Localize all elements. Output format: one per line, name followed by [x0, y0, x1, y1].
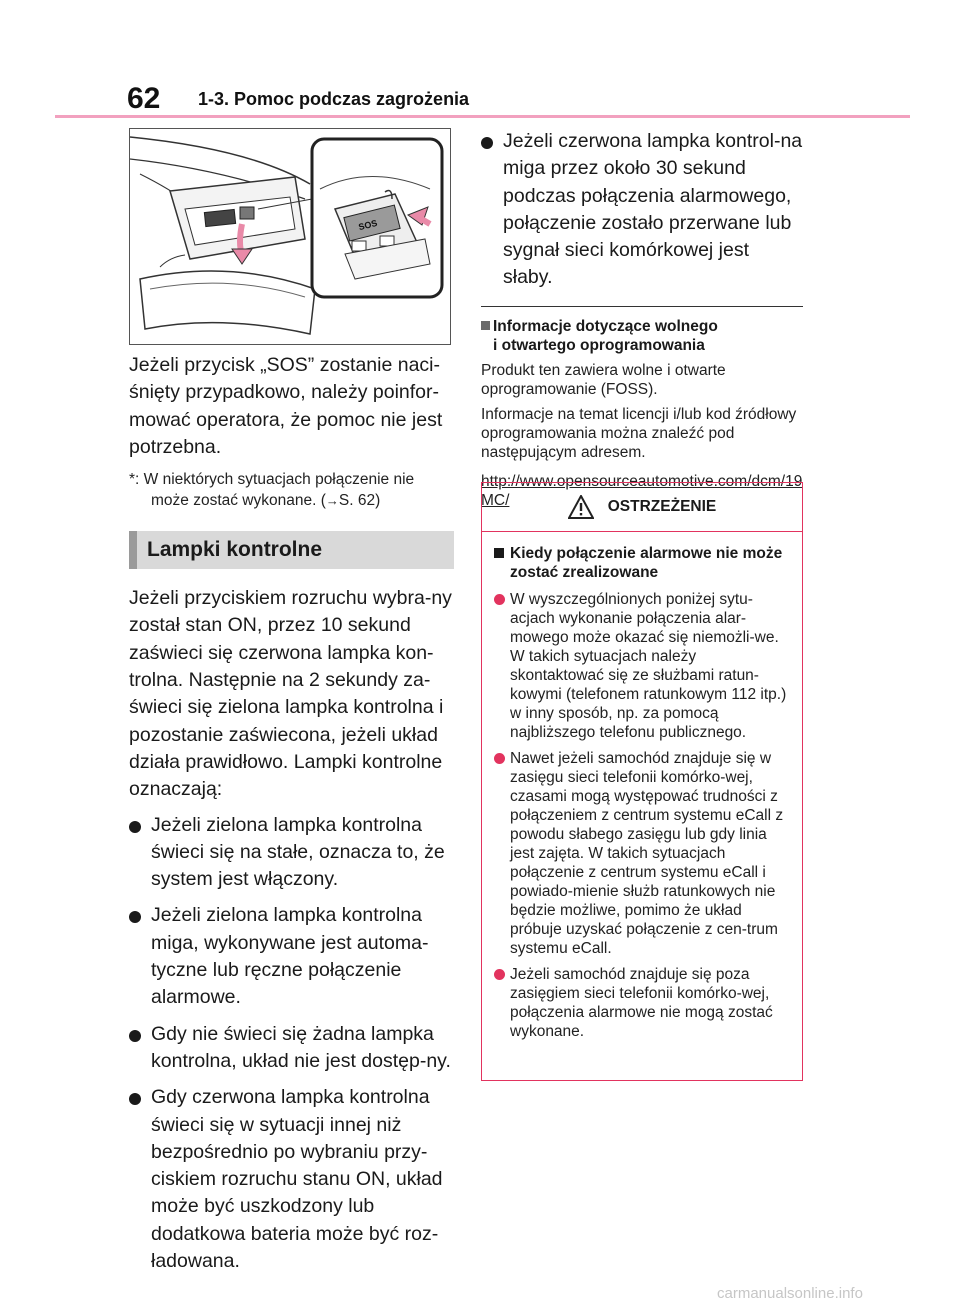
warning-header: OSTRZEŻENIE [482, 483, 802, 532]
foss-heading: Informacje dotyczące wolnego i otwartego… [481, 317, 803, 355]
foss-heading-line2: i otwartego oprogramowania [493, 336, 705, 354]
sos-button-label: SOS [357, 218, 378, 232]
bullet-icon [494, 969, 505, 980]
list-item: Gdy nie świeci się żadna lampka kontroln… [129, 1021, 454, 1076]
warning-list-item: Jeżeli samochód znajduje się poza zasięg… [494, 965, 792, 1041]
warning-triangle-icon [567, 495, 594, 519]
bullet-icon [129, 820, 141, 833]
bullet-icon [494, 594, 505, 605]
footnote: *: W niektórych sytuacjach połączenie ni… [129, 469, 454, 511]
right-column: Jeżeli czerwona lampka kontrol-na miga p… [481, 128, 803, 510]
warning-item-text: W wyszczególnionych poniżej sytu-acjach … [510, 591, 787, 741]
warning-item-text: Nawet jeżeli samochód znajduje się w zas… [510, 750, 784, 957]
list-item-text: Gdy nie świeci się żadna lampka kontroln… [151, 1022, 451, 1072]
bullet-icon [129, 1093, 141, 1106]
page-reference-link[interactable]: S. 62) [338, 492, 381, 510]
foss-url-link[interactable]: http://www.opensourceautomotive.com/dcm/… [481, 472, 803, 509]
list-item-text: Jeżeli czerwona lampka kontrol-na miga p… [503, 130, 803, 289]
section-heading-bar: Lampki kontrolne [129, 531, 454, 570]
divider [481, 305, 803, 307]
warning-list-item: Nawet jeżeli samochód znajduje się w zas… [494, 749, 792, 958]
bullet-icon [481, 137, 493, 149]
list-item: Jeżeli zielona lampka kontrolna świeci s… [129, 812, 454, 894]
header-divider [55, 115, 910, 118]
intro-paragraph: Jeżeli przycisk „SOS” zostanie naci-śnię… [129, 354, 443, 458]
square-bullet-icon [481, 320, 490, 330]
warning-heading-text: Kiedy połączenie alarmowe nie może zosta… [510, 545, 783, 581]
section-heading: Lampki kontrolne [147, 538, 323, 562]
section-title: 1-3. Pomoc podczas zagrożenia [198, 89, 470, 109]
warning-title: OSTRZEŻENIE [607, 498, 717, 515]
bullet-icon [129, 911, 141, 924]
list-item: Jeżeli czerwona lampka kontrol-na miga p… [481, 128, 803, 292]
foss-heading-line1: Informacje dotyczące wolnego [493, 317, 718, 335]
body-paragraph: Jeżeli przyciskiem rozruchu wybra-ny zos… [129, 587, 452, 801]
list-item-text: Jeżeli zielona lampka kontrolna świeci s… [151, 813, 445, 891]
page-number: 62 [127, 82, 161, 115]
square-bullet-icon [494, 548, 504, 558]
list-item: Jeżeli zielona lampka kontrolna miga, wy… [129, 902, 454, 1011]
warning-box: OSTRZEŻENIE Kiedy połączenie alarmowe ni… [481, 482, 803, 1081]
foss-paragraph-1: Produkt ten zawiera wolne i otwarte opro… [481, 361, 726, 398]
sos-button-illustration: SOS [129, 128, 451, 345]
warning-list-item: W wyszczególnionych poniżej sytu-acjach … [494, 590, 792, 742]
bullet-icon [494, 753, 505, 764]
watermark: carmanualsonline.info [717, 1285, 863, 1302]
list-item: Gdy czerwona lampka kontrolna świeci się… [129, 1084, 454, 1275]
foss-paragraph-2: Informacje na temat licencji i/lub kod ź… [481, 405, 797, 461]
overhead-console-drawing: SOS [130, 136, 444, 335]
list-item-text: Gdy czerwona lampka kontrolna świeci się… [151, 1086, 443, 1273]
list-item-text: Jeżeli zielona lampka kontrolna miga, wy… [151, 904, 429, 1009]
bullet-icon [129, 1029, 141, 1042]
footnote-text: *: W niektórych sytuacjach połączenie ni… [129, 471, 415, 510]
arrow-icon: → [325, 493, 339, 509]
left-column: Jeżeli przycisk „SOS” zostanie naci-śnię… [129, 352, 454, 1284]
warning-item-text: Jeżeli samochód znajduje się poza zasięg… [510, 966, 773, 1040]
warning-heading: Kiedy połączenie alarmowe nie może zosta… [494, 544, 792, 582]
warning-body: Kiedy połączenie alarmowe nie może zosta… [482, 532, 802, 1041]
